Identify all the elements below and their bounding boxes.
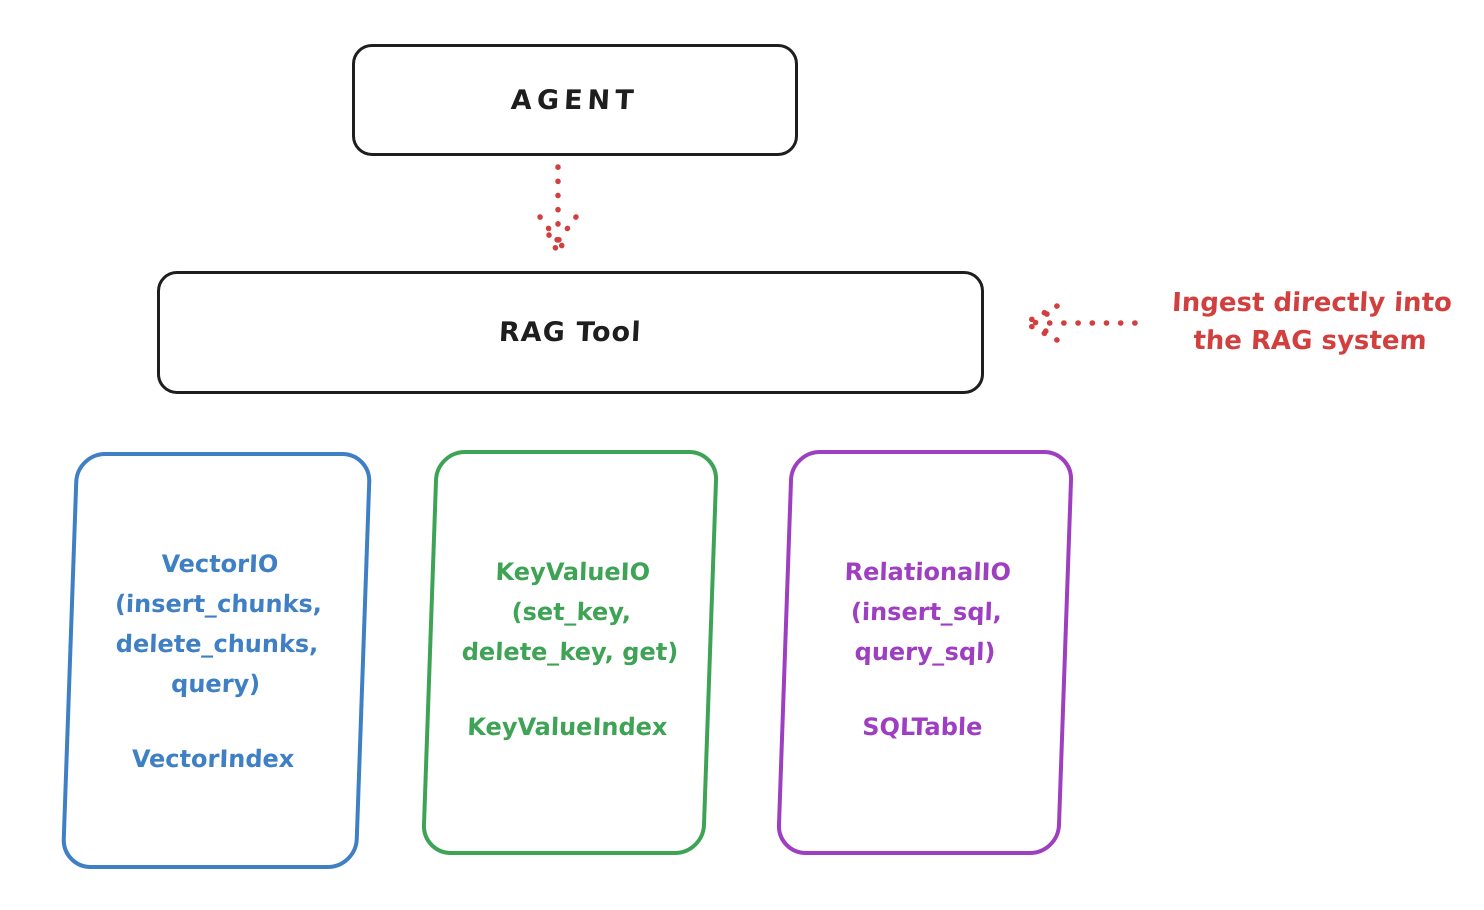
left-arrow-icon: [1022, 303, 1138, 343]
rag-tool-node: RAG Tool: [157, 271, 984, 394]
keyvalue-index-label: KeyValueIndex: [466, 713, 668, 741]
relational-io-line: (insert_sql,: [850, 598, 1003, 626]
keyvalue-io-node: KeyValueIO (set_key, delete_key, get) Ke…: [420, 450, 720, 855]
relational-io-line: query_sql): [854, 638, 996, 666]
vector-io-line: delete_chunks,: [115, 630, 319, 658]
vector-index-label: VectorIndex: [131, 745, 295, 773]
down-arrow-icon: [537, 164, 579, 260]
vector-io-line: (insert_chunks,: [114, 590, 323, 618]
relational-io-line: RelationalIO: [844, 558, 1012, 586]
relational-io-node: RelationalIO (insert_sql, query_sql) SQL…: [775, 450, 1075, 855]
annotation-line-1: Ingest directly into: [1171, 288, 1453, 318]
keyvalue-io-line: KeyValueIO: [495, 558, 651, 586]
annotation-line-2: the RAG system: [1192, 326, 1428, 356]
sql-table-label: SQLTable: [861, 713, 983, 741]
keyvalue-io-line: delete_key, get): [461, 638, 679, 666]
agent-node: AGENT: [352, 44, 798, 156]
agent-label: AGENT: [510, 84, 640, 116]
vector-io-line: query): [170, 670, 261, 698]
vector-io-line: VectorIO: [160, 550, 279, 578]
keyvalue-io-line: (set_key,: [511, 598, 632, 626]
vector-io-node: VectorIO (insert_chunks, delete_chunks, …: [60, 452, 373, 869]
annotation-text: Ingest directly into the RAG system: [1136, 284, 1484, 360]
rag-tool-label: RAG Tool: [498, 317, 643, 348]
